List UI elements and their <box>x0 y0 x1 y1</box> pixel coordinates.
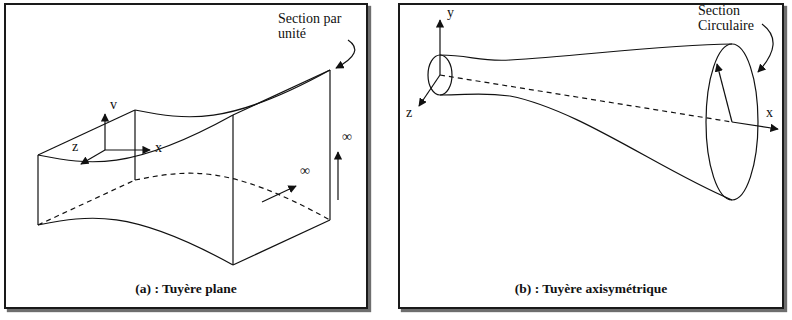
panel-caption: (a) : Tuyère plane <box>6 281 366 297</box>
figure-panel: (b) : Tuyère axisymétrique <box>398 3 784 309</box>
figure-label: v <box>110 98 117 113</box>
figure-label: x <box>155 141 162 156</box>
plane-nozzle <box>38 40 355 265</box>
panel-caption: (b) : Tuyère axisymétrique <box>400 281 782 297</box>
figure-label: Section par unité <box>278 12 354 41</box>
axisymmetric-nozzle <box>419 20 778 200</box>
figure-label: Section Circulaire <box>698 4 762 33</box>
figure-label: z <box>406 106 412 121</box>
figure-label: x <box>766 106 773 121</box>
figure-label: y <box>447 6 454 21</box>
figure-label: ∞ <box>342 130 352 145</box>
figure-label: ∞ <box>300 164 310 179</box>
figure-panel: (a) : Tuyère plane <box>4 3 368 309</box>
figure-label: z <box>72 140 78 155</box>
